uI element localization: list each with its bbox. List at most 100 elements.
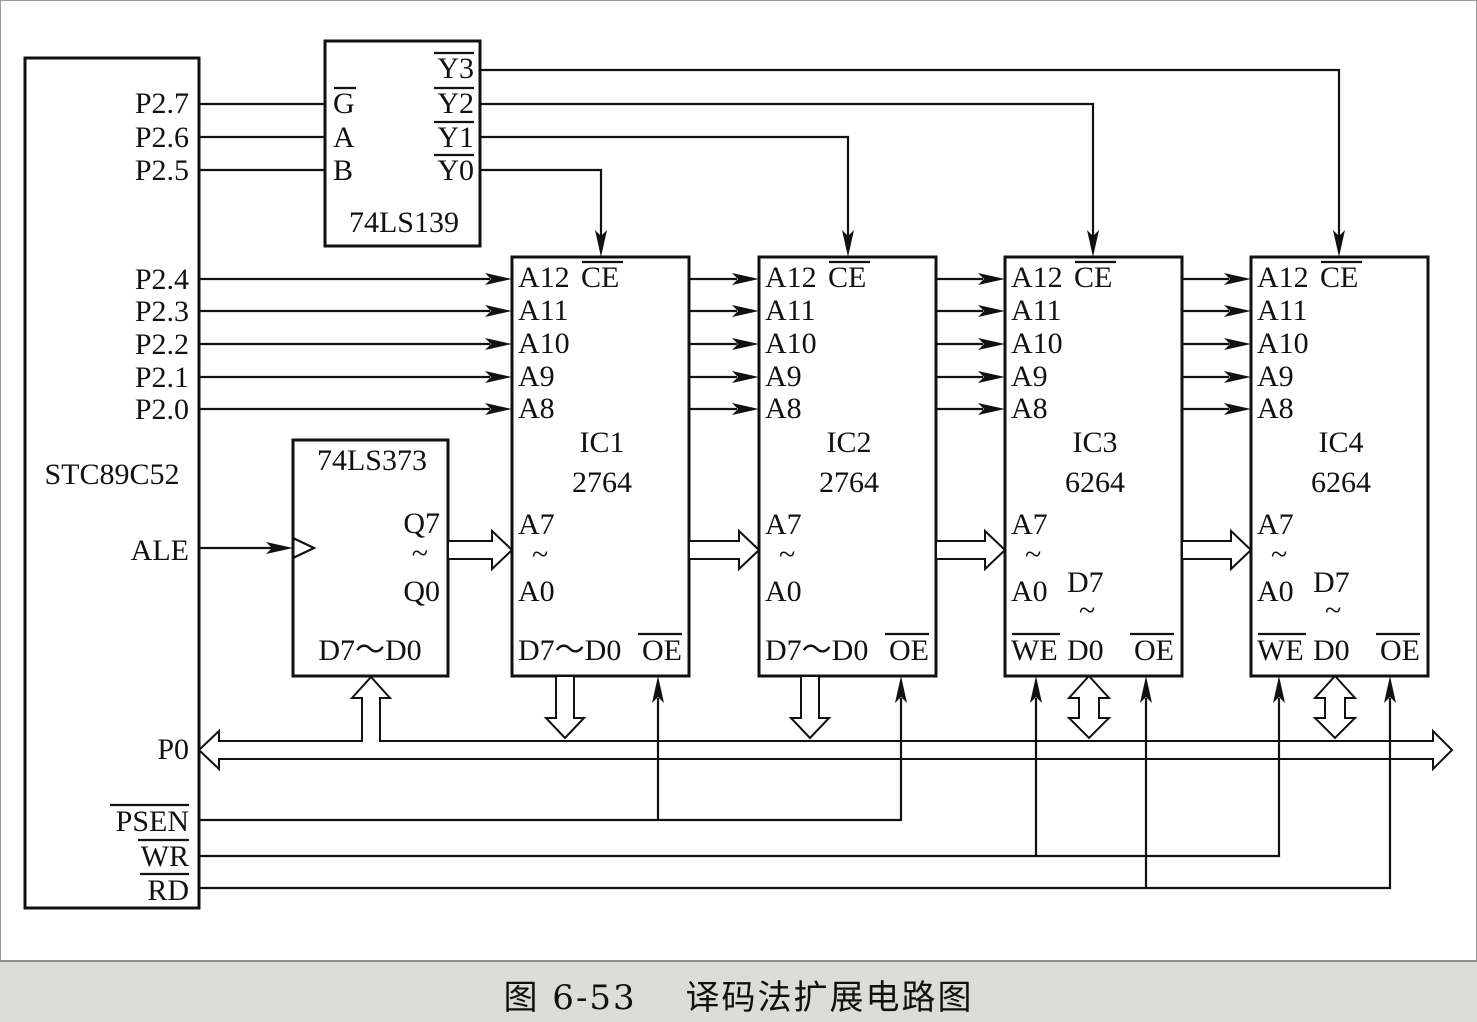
ic3-a12: A12 <box>1011 261 1063 294</box>
bus-down-ic1 <box>543 675 587 740</box>
latch-clock-triangle <box>292 537 317 559</box>
latch-data: D7～D0 <box>318 634 421 667</box>
pin-p0: P0 <box>157 733 189 766</box>
low-address-bus <box>447 528 1253 572</box>
ic4-id: IC4 <box>1319 426 1364 459</box>
latch-tilde: ~ <box>412 537 428 570</box>
ic4-a10: A10 <box>1257 327 1309 360</box>
address-lines <box>199 273 1251 415</box>
decoder-in-a: A <box>333 121 355 154</box>
ic1-id: IC1 <box>580 426 625 459</box>
arrow-ce3 <box>1087 230 1099 257</box>
pin-wr: WR <box>141 840 189 873</box>
ic3-a9: A9 <box>1011 360 1048 393</box>
decoder-out-y1: Y1 <box>437 121 474 154</box>
wire-y2-ce3 <box>480 102 1095 236</box>
ic3-ce: CE <box>1074 261 1112 294</box>
ic4-a12: A12 <box>1257 261 1309 294</box>
ic4-d0: D0 <box>1313 634 1350 667</box>
arrow-ce4 <box>1333 230 1345 257</box>
ic4-part: 6264 <box>1311 466 1371 499</box>
ic3-d7: D7 <box>1067 566 1104 599</box>
ic4-we: WE <box>1257 634 1304 667</box>
pin-p21: P2.1 <box>135 361 189 394</box>
pin-ale: ALE <box>131 534 189 567</box>
pin-p24: P2.4 <box>135 263 189 296</box>
wire-y3-ce4 <box>480 68 1341 236</box>
wire-psen <box>199 698 903 822</box>
ic1-a9: A9 <box>518 360 555 393</box>
ic3-a11: A11 <box>1011 294 1062 327</box>
ic3-id: IC3 <box>1073 426 1118 459</box>
ic2-a11: A11 <box>765 294 816 327</box>
ic3-d0: D0 <box>1067 634 1104 667</box>
pin-p25: P2.5 <box>135 154 189 187</box>
ic1-part: 2764 <box>572 466 632 499</box>
ic3-a0: A0 <box>1011 575 1048 608</box>
latch-q7: Q7 <box>403 507 440 540</box>
ic2-a12: A12 <box>765 261 817 294</box>
ic2-a10: A10 <box>765 327 817 360</box>
control-lines <box>199 676 1396 890</box>
mcu-name: STC89C52 <box>44 458 179 491</box>
ic2-oe: OE <box>889 634 929 667</box>
circuit-diagram: STC89C52 P2.7 P2.6 P2.5 P2.4 P2.3 P2.2 P… <box>23 39 1454 910</box>
ic3-tilde: ~ <box>1025 538 1041 571</box>
ic4-tilde: ~ <box>1271 538 1287 571</box>
pin-p26: P2.6 <box>135 121 189 154</box>
latch-block: 74LS373 Q7 ~ Q0 D7～D0 <box>291 438 450 678</box>
decoder-name: 74LS139 <box>349 206 459 239</box>
ic1-oe: OE <box>642 634 682 667</box>
ic4-a9: A9 <box>1257 360 1294 393</box>
decoder-out-y3: Y3 <box>437 52 474 85</box>
ic3-a8: A8 <box>1011 392 1048 425</box>
wire-y0-ce1 <box>480 168 603 236</box>
ic4-a11: A11 <box>1257 294 1308 327</box>
pin-p20: P2.0 <box>135 393 189 426</box>
chip-ic3: A12 CE A11 A10 A9 A8 IC3 6264 A7 ~ A0 D7… <box>1003 255 1184 678</box>
ic1-a12: A12 <box>518 261 570 294</box>
decoder-out-y0: Y0 <box>437 154 474 187</box>
ic2-a0: A0 <box>765 575 802 608</box>
ic4-a8: A8 <box>1257 392 1294 425</box>
p0-data-bus <box>197 674 1454 772</box>
arrow-ale <box>266 542 293 554</box>
latch-name: 74LS373 <box>317 444 427 477</box>
chip-ic4: A12 CE A11 A10 A9 A8 IC4 6264 A7 ~ A0 D7… <box>1249 255 1430 678</box>
wire-y1-ce2 <box>480 135 850 236</box>
ic3-a7: A7 <box>1011 508 1048 541</box>
ic1-a8: A8 <box>518 392 555 425</box>
arrow-ce1 <box>595 230 607 257</box>
wire-wr <box>199 698 1281 858</box>
arrow-ce2 <box>842 230 854 257</box>
ic3-a10: A10 <box>1011 327 1063 360</box>
figure-caption: 图 6-53 译码法扩展电路图 <box>503 978 974 1018</box>
ic4-d7: D7 <box>1313 566 1350 599</box>
ic4-ce: CE <box>1320 261 1358 294</box>
pin-rd: RD <box>147 874 189 907</box>
decoder-block: 74LS139 G A B Y3 Y2 Y1 Y0 <box>323 39 482 248</box>
ic1-a7: A7 <box>518 508 555 541</box>
ic1-tilde: ~ <box>532 538 548 571</box>
ic2-a7: A7 <box>765 508 802 541</box>
mcu-block: STC89C52 P2.7 P2.6 P2.5 P2.4 P2.3 P2.2 P… <box>23 56 201 910</box>
ic4-oe: OE <box>1380 634 1420 667</box>
ic2-tilde: ~ <box>779 538 795 571</box>
decoder-out-y2: Y2 <box>437 87 474 120</box>
wire-rd <box>199 698 1392 890</box>
caption-bar: 图 6-53 译码法扩展电路图 <box>0 960 1477 1022</box>
ic1-a0: A0 <box>518 575 555 608</box>
ic3-we: WE <box>1011 634 1058 667</box>
decoder-in-b: B <box>333 154 353 187</box>
p0-bus-main <box>197 675 1454 772</box>
ic3-d-tilde: ~ <box>1079 594 1095 627</box>
bus-bidir-ic3 <box>1066 674 1112 740</box>
ic2-id: IC2 <box>827 426 872 459</box>
pin-p27: P2.7 <box>135 87 189 120</box>
chip-ic1: A12 CE A11 A10 A9 A8 IC1 2764 A7 ~ A0 D7… <box>510 255 691 678</box>
ic1-a10: A10 <box>518 327 570 360</box>
ic4-d-tilde: ~ <box>1325 594 1341 627</box>
decoder-in-g: G <box>333 87 355 120</box>
ic4-a7: A7 <box>1257 508 1294 541</box>
ic2-ce: CE <box>828 261 866 294</box>
